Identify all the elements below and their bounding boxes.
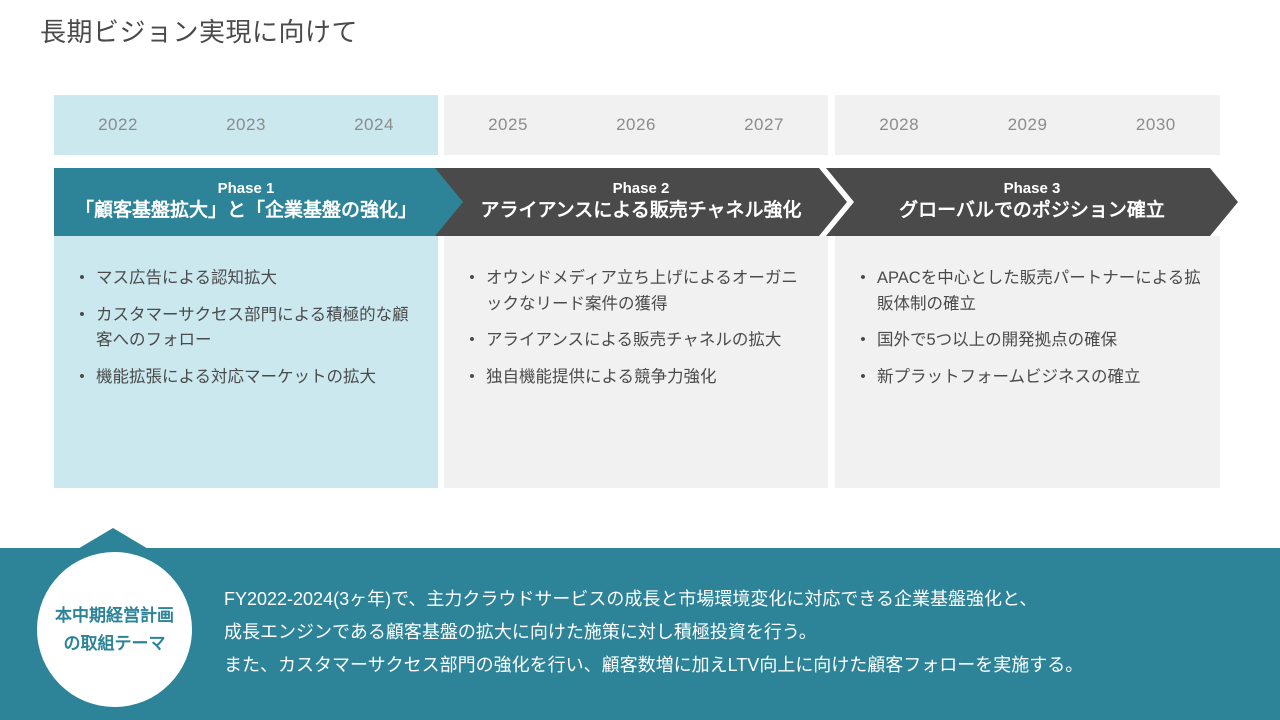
phase-banner-3: Phase 3 グローバルでのポジション確立 — [826, 168, 1238, 236]
year-label: 2022 — [98, 115, 138, 134]
list-item-text: 独自機能提供による競争力強化 — [486, 367, 717, 386]
bullet-dot-icon: • — [469, 269, 475, 286]
bullet-dot-icon: • — [860, 269, 866, 286]
list-item-text: 機能拡張による対応マーケットの拡大 — [96, 367, 377, 386]
bullet-dot-icon: • — [79, 269, 85, 286]
summary-text-line: FY2022-2024(3ヶ年)で、主力クラウドサービスの成長と市場環境変化に対… — [224, 589, 1038, 609]
summary-text-line: 成長エンジンである顧客基盤の拡大に向けた施策に対し積極投資を行う。 — [224, 622, 817, 642]
summary-badge-line-2: の取組テーマ — [63, 633, 166, 653]
phase-name: アライアンスによる販売チャネル強化 — [480, 200, 802, 222]
list-item: • カスタマーサクセス部門による積極的な顧客へのフォロー — [68, 303, 424, 354]
summary-text: FY2022-2024(3ヶ年)で、主力クラウドサービスの成長と市場環境変化に対… — [224, 583, 1264, 682]
year-label: 2030 — [1135, 115, 1176, 134]
bullet-dot-icon: • — [79, 367, 85, 385]
phase-column-3: 2028 2029 2030 Phase 3 グローバルでのポジション確立 • … — [826, 95, 1238, 488]
summary-badge-line-1: 本中期経営計画 — [55, 606, 174, 626]
year-band-phase-3: 2028 2029 2030 — [835, 95, 1220, 155]
phase-bullets-3: • APACを中心とした販売パートナーによる拡販体制の確立 • 国外で5つ以上の… — [835, 236, 1220, 488]
year-label: 2024 — [354, 115, 394, 134]
list-item-text: APACを中心とした販売パートナーによる拡販体制の確立 — [877, 269, 1201, 313]
list-item-text: 新プラットフォームビジネスの確立 — [877, 367, 1141, 386]
list-item: • 機能拡張による対応マーケットの拡大 — [68, 365, 424, 391]
phase-bullets-1: • マス広告による認知拡大 • カスタマーサクセス部門による積極的な顧客へのフォ… — [54, 236, 438, 488]
phase-banner-2: Phase 2 アライアンスによる販売チャネル強化 — [435, 168, 847, 236]
year-label: 2025 — [488, 115, 528, 134]
list-item-text: オウンドメディア立ち上げによるオーガニックなリード案件の獲得 — [486, 269, 798, 313]
year-label: 2027 — [744, 115, 784, 134]
summary-pointer-triangle-icon — [76, 528, 150, 550]
bullet-dot-icon: • — [469, 367, 475, 385]
phase-name: グローバルでのポジション確立 — [899, 200, 1165, 222]
list-item: • 新プラットフォームビジネスの確立 — [849, 365, 1206, 391]
page-title: 長期ビジョン実現に向けて — [40, 17, 359, 47]
phase-column-1: 2022 2023 2024 Phase 1 「顧客基盤拡大」と「企業基盤の強化… — [54, 95, 466, 488]
phase-label: Phase 1 — [217, 180, 275, 198]
list-item-text: マス広告による認知拡大 — [96, 269, 278, 287]
bullet-dot-icon: • — [79, 305, 85, 323]
list-item: • 独自機能提供による競争力強化 — [458, 365, 814, 391]
year-label: 2028 — [879, 115, 920, 134]
list-item: • オウンドメディア立ち上げによるオーガニックなリード案件の獲得 — [458, 266, 814, 317]
phase-label: Phase 3 — [1003, 180, 1061, 198]
summary-badge: 本中期経営計画 の取組テーマ — [37, 552, 192, 707]
list-item: • アライアンスによる販売チャネルの拡大 — [458, 328, 814, 354]
list-item: • マス広告による認知拡大 — [68, 266, 424, 292]
list-item-text: 国外で5つ以上の開発拠点の確保 — [877, 331, 1118, 350]
year-label: 2023 — [226, 115, 266, 134]
summary-text-line: また、カスタマーサクセス部門の強化を行い、顧客数増に加えLTV向上に向けた顧客フ… — [224, 655, 1084, 675]
list-item: • 国外で5つ以上の開発拠点の確保 — [849, 328, 1206, 354]
year-label: 2026 — [616, 115, 656, 134]
phase-column-2: 2025 2026 2027 Phase 2 アライアンスによる販売チャネル強化… — [435, 95, 847, 488]
phase-name: 「顧客基盤拡大」と「企業基盤の強化」 — [74, 200, 417, 222]
phase-bullets-2: • オウンドメディア立ち上げによるオーガニックなリード案件の獲得 • アライアン… — [444, 236, 828, 488]
bullet-dot-icon: • — [860, 367, 866, 385]
year-band-phase-1: 2022 2023 2024 — [54, 95, 438, 155]
summary-banner — [0, 548, 1280, 720]
list-item-text: カスタマーサクセス部門による積極的な顧客へのフォロー — [96, 305, 409, 350]
phase-banner-row-3: Phase 3 グローバルでのポジション確立 — [826, 168, 1238, 236]
bullet-dot-icon: • — [860, 331, 866, 349]
roadmap-timeline: 2022 2023 2024 Phase 1 「顧客基盤拡大」と「企業基盤の強化… — [54, 95, 1238, 488]
year-band-phase-2: 2025 2026 2027 — [444, 95, 828, 155]
list-item: • APACを中心とした販売パートナーによる拡販体制の確立 — [849, 266, 1206, 317]
phase-label: Phase 2 — [612, 180, 670, 198]
phase-banner-1: Phase 1 「顧客基盤拡大」と「企業基盤の強化」 — [54, 168, 466, 236]
bullet-dot-icon: • — [469, 331, 475, 349]
year-label: 2029 — [1007, 115, 1048, 134]
phase-banner-row-2: Phase 2 アライアンスによる販売チャネル強化 — [435, 168, 847, 236]
phase-banner-row-1: Phase 1 「顧客基盤拡大」と「企業基盤の強化」 — [54, 168, 466, 236]
list-item-text: アライアンスによる販売チャネルの拡大 — [486, 331, 782, 350]
